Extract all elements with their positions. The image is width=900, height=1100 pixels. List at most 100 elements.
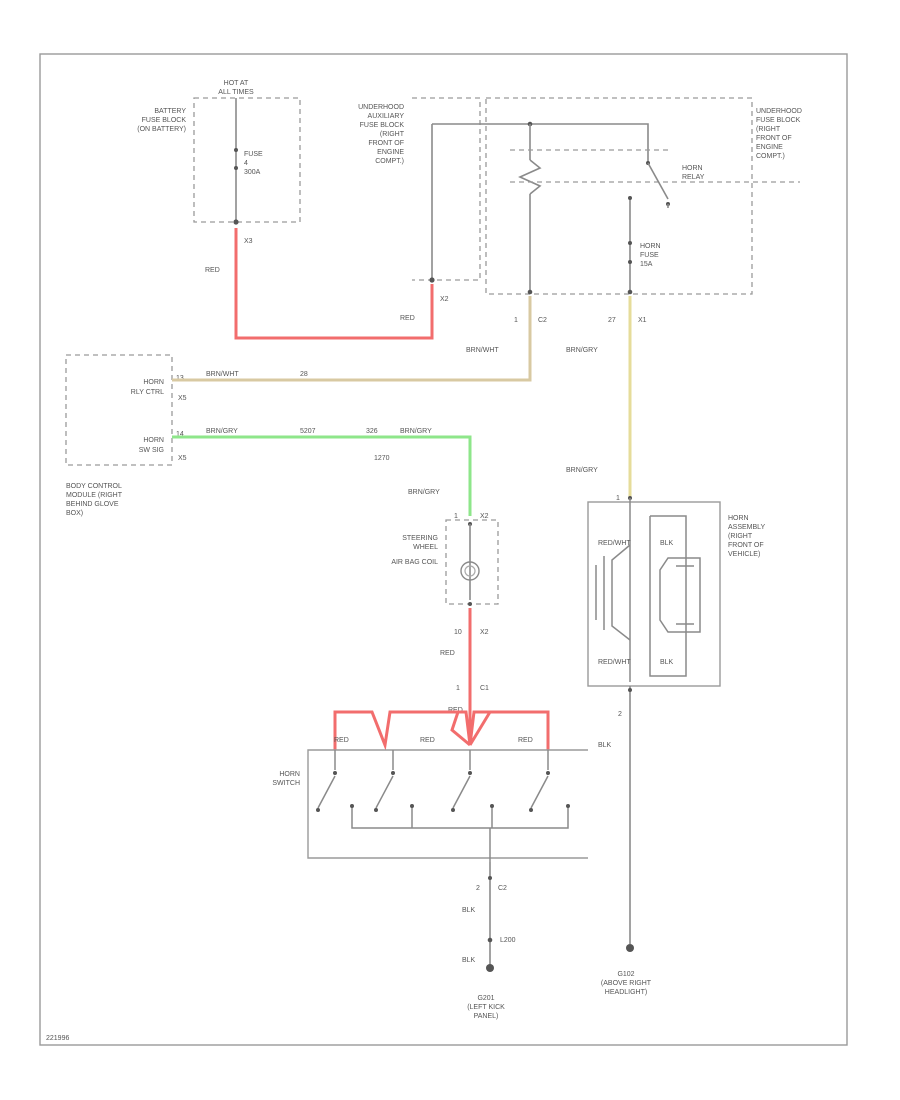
pin-2-horn: 2	[618, 711, 622, 718]
g102-2: (ABOVE RIGHT	[601, 980, 652, 987]
wire-blk-2: BLK	[462, 957, 476, 964]
bcm-label-2: MODULE (RIGHT	[66, 492, 123, 499]
horn-assembly-5: VEHICLE)	[728, 551, 760, 558]
x1-node	[627, 289, 633, 295]
horn-switch-2: SWITCH	[272, 780, 300, 787]
pin-a-horn: 1	[616, 495, 620, 502]
g201-2: (LEFT KICK	[467, 1004, 505, 1011]
wire-blk-b: BLK	[660, 659, 674, 666]
horn-fuse-3: 15A	[640, 261, 653, 268]
pin-1-coil: 1	[454, 513, 458, 520]
wire-red-wht-b: RED/WHT	[598, 659, 631, 666]
g102-ground	[626, 944, 634, 952]
horn-fuse-2: FUSE	[640, 252, 659, 259]
horn-internal	[595, 498, 701, 682]
horn-assembly-4: FRONT OF	[728, 542, 764, 549]
wire-brn-wht-1: BRN/WHT	[466, 347, 499, 354]
relay-contact-arm	[647, 162, 669, 200]
pin-14: 14	[176, 431, 184, 438]
pin-1270: 1270	[374, 455, 390, 462]
wire-blk-1: BLK	[462, 907, 476, 914]
hot-at-all-times-1: HOT AT	[224, 80, 249, 87]
pin-x5-a: X5	[178, 395, 187, 402]
horn-assembly-3: (RIGHT	[728, 533, 753, 540]
horn-assembly-1: HORN	[728, 515, 749, 522]
horn-relay-2: RELAY	[682, 174, 705, 181]
wire-brn-gry-5: BRN/GRY	[566, 467, 598, 474]
pin-326: 326	[366, 428, 378, 435]
fuse-main-label-3: 300A	[244, 169, 261, 176]
green-horn-sw-wire	[172, 435, 472, 516]
wire-red-wht-a: RED/WHT	[598, 540, 631, 547]
underhood-fuse-3: (RIGHT	[756, 126, 781, 133]
wire-red-7: RED	[518, 737, 533, 744]
horn-switch-1: HORN	[279, 771, 300, 778]
pin-2-c2: 2	[476, 885, 480, 892]
underhood-aux-2: AUXILIARY	[368, 113, 405, 120]
underhood-fuse-1: UNDERHOOD	[756, 108, 802, 115]
fuse-main-label-1: FUSE	[244, 151, 263, 158]
underhood-fuse-6: COMPT.)	[756, 153, 785, 160]
wire-brn-gry-2: BRN/GRY	[206, 428, 238, 435]
underhood-fuse-5: ENGINE	[756, 144, 783, 151]
steering-coil-1: STEERING	[402, 535, 438, 542]
g201-3: PANEL)	[474, 1013, 499, 1020]
wire-red-3: RED	[440, 650, 455, 657]
bcm-label-4: BOX)	[66, 510, 83, 517]
battery-fuse-label-1: BATTERY	[154, 108, 186, 115]
horn-switch-contacts	[317, 750, 569, 862]
wire-brn-gry-3: BRN/GRY	[400, 428, 432, 435]
bcm-horn-rly-2: RLY CTRL	[131, 389, 164, 396]
underhood-aux-5: FRONT OF	[368, 140, 404, 147]
underhood-aux-7: COMPT.)	[375, 158, 404, 165]
pin-l200: L200	[500, 937, 516, 944]
tan-relay-ctrl-wire	[172, 296, 532, 382]
wire-brn-gry-1: BRN/GRY	[566, 347, 598, 354]
wire-red-6: RED	[420, 737, 435, 744]
horn-relay-1: HORN	[682, 165, 703, 172]
horn-fuse-a	[628, 241, 632, 245]
wire-red-5: RED	[334, 737, 349, 744]
underhood-aux-3: FUSE BLOCK	[360, 122, 405, 129]
coil-symbol-inner	[464, 565, 476, 577]
bcm-label-1: BODY CONTROL	[66, 483, 122, 490]
horn-assembly-outline	[587, 501, 721, 687]
horn-out-dot	[628, 688, 632, 692]
hot-at-all-times-2: ALL TIMES	[218, 89, 254, 96]
diagram-frame	[39, 53, 848, 1046]
horn-fuse-1: HORN	[640, 243, 661, 250]
pin-x3: X3	[244, 238, 253, 245]
red-battery-wire	[234, 228, 434, 340]
wire-red-2: RED	[400, 315, 415, 322]
fuse-main-label-2: 4	[244, 160, 248, 167]
pin-27: 27	[608, 317, 616, 324]
wire-red-1: RED	[205, 267, 220, 274]
battery-fuse-label-2: FUSE BLOCK	[142, 117, 187, 124]
horn-assembly-2: ASSEMBLY	[728, 524, 766, 531]
l200-dot	[487, 937, 493, 943]
horn-fuse-b	[628, 260, 632, 264]
horn-switch-dots	[316, 771, 570, 812]
pin-c2: C2	[538, 317, 547, 324]
pin-x2-coil-b: X2	[480, 629, 489, 636]
pin-x5-b: X5	[178, 455, 187, 462]
pin-1-c1: 1	[456, 685, 460, 692]
underhood-fuse-4: FRONT OF	[756, 135, 792, 142]
aux-fuse-block-outline	[412, 97, 481, 281]
battery-fuse-block-outline	[193, 97, 301, 223]
bcm-horn-sw-2: SW SIG	[139, 447, 164, 454]
aux-node	[429, 277, 435, 283]
bcm-label-3: BEHIND GLOVE	[66, 501, 119, 508]
g201-ground	[486, 964, 494, 972]
wire-brn-wht-2: BRN/WHT	[206, 371, 239, 378]
battery-fuse-top	[234, 148, 238, 152]
underhood-fuse-block-outline	[485, 97, 753, 295]
relay-bus-wire	[432, 123, 649, 163]
wire-blk-3: BLK	[598, 742, 612, 749]
horn-fuse-top-dot	[628, 196, 632, 200]
wire-brn-gry-4: BRN/GRY	[408, 489, 440, 496]
underhood-aux-4: (RIGHT	[380, 131, 405, 138]
wire-blk-a: BLK	[660, 540, 674, 547]
c2-node	[527, 289, 533, 295]
